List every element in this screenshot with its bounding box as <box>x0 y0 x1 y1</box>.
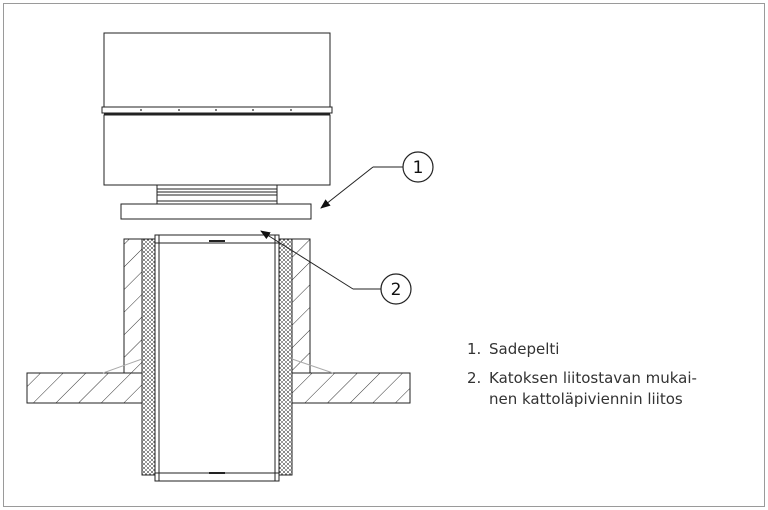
callout-1: 1 <box>320 151 434 209</box>
diagram-canvas: 1 2 <box>3 3 765 507</box>
callout-1-circle <box>402 151 434 183</box>
roof-unit <box>101 32 333 186</box>
callout-1-number: 1 <box>413 158 424 178</box>
callout-2-circle <box>380 273 412 305</box>
roof-penetration-duct <box>123 234 311 482</box>
legend-item-2: 2. Katoksen liitostavan mukai- nen katto… <box>467 368 697 410</box>
legend-item-2-number: 2. <box>467 369 482 387</box>
callout-2-number: 2 <box>391 280 402 300</box>
roof-slab <box>26 358 411 404</box>
drawing-border <box>3 3 765 507</box>
legend-item-2-line-2: nen kattoläpiviennin liitos <box>489 390 683 408</box>
legend: 1. Sadepelti 2. Katoksen liitostavan muk… <box>467 339 697 410</box>
legend-item-1: 1. Sadepelti <box>467 339 697 360</box>
legend-item-1-text: Sadepelti <box>489 340 560 358</box>
legend-item-1-number: 1. <box>467 340 482 358</box>
legend-item-2-text: Katoksen liitostavan mukai- nen kattoläp… <box>489 368 697 410</box>
rain-flashing-plate <box>120 203 312 220</box>
callout-2: 2 <box>260 230 412 305</box>
legend-item-2-line-1: Katoksen liitostavan mukai- <box>489 369 697 387</box>
